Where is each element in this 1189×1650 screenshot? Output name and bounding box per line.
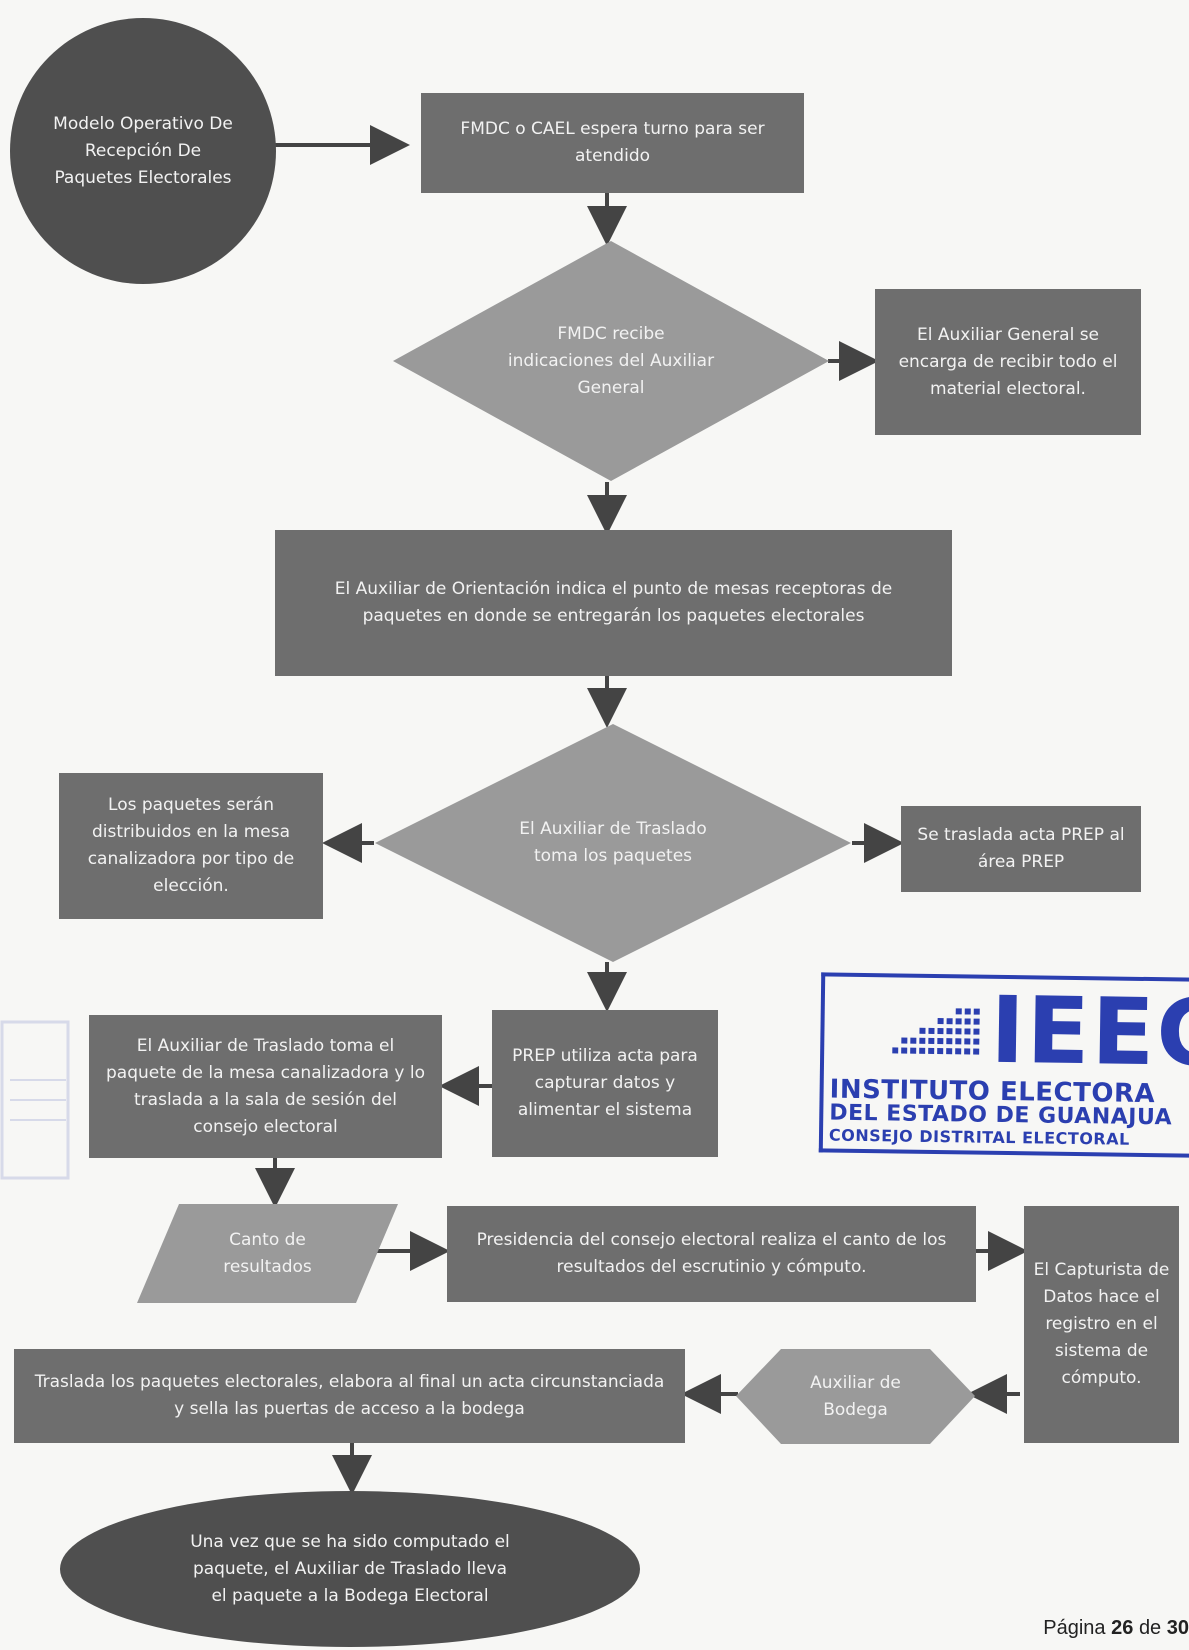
step-prep-captura-label: PREP utiliza acta para capturar datos y … <box>512 1046 698 1120</box>
io-canto-resultados: Canto de resultados <box>137 1204 398 1303</box>
end-node: Una vez que se ha sido computado el paqu… <box>60 1491 640 1647</box>
stamp-logo-text: IEEG <box>989 976 1189 1088</box>
decision-1-label: FMDC recibe indicaciones del Auxiliar Ge… <box>507 323 715 398</box>
decision-receive-instructions: FMDC recibe indicaciones del Auxiliar Ge… <box>393 241 829 481</box>
step-orientacion-label: El Auxiliar de Orientación indica el pun… <box>334 579 893 626</box>
step-sella-bodega-label: Traslada los paquetes electorales, elabo… <box>34 1372 665 1419</box>
page-current: 26 <box>1111 1617 1134 1639</box>
stamp-dots-logo <box>892 1008 980 1055</box>
step-prep-captura: PREP utiliza acta para capturar datos y … <box>492 1010 718 1157</box>
step-auxiliar-general-label: El Auxiliar General se encarga de recibi… <box>898 324 1118 399</box>
step-traslado-sala-label: El Auxiliar de Traslado toma el paquete … <box>106 1035 425 1137</box>
canto-label: Canto de resultados <box>223 1229 312 1277</box>
step-capturista-datos-label: El Capturista de Datos hace el registro … <box>1033 1260 1170 1388</box>
decision-2-diamond-shape <box>375 724 851 962</box>
step-mesa-canalizadora-label: Los paquetes serán distribuidos en la me… <box>87 795 295 896</box>
page-of: de <box>1138 1617 1162 1639</box>
start-node: Modelo Operativo De Recepción De Paquete… <box>10 18 276 284</box>
canto-parallelogram-shape <box>137 1204 398 1303</box>
bodega-hexagon-shape <box>736 1349 975 1444</box>
decision-1-diamond-shape <box>393 241 829 481</box>
page-prefix: Página <box>1043 1617 1106 1639</box>
step-traslado-sala: El Auxiliar de Traslado toma el paquete … <box>89 1015 442 1158</box>
page-number: Página 26 de 30 <box>1043 1617 1189 1640</box>
faint-stamp-ghost <box>0 1020 70 1180</box>
bodega-label: Auxiliar de Bodega <box>810 1372 901 1420</box>
start-label: Modelo Operativo De Recepción De Paquete… <box>53 113 233 188</box>
decision-auxiliar-traslado: El Auxiliar de Traslado toma los paquete… <box>375 724 851 962</box>
step-wait-turn: FMDC o CAEL espera turno para ser atendi… <box>421 93 804 193</box>
page-total: 30 <box>1166 1617 1189 1639</box>
step-acta-prep: Se traslada acta PREP al área PREP <box>901 806 1141 892</box>
step-capturista-datos: El Capturista de Datos hace el registro … <box>1024 1206 1179 1443</box>
step-mesa-canalizadora: Los paquetes serán distribuidos en la me… <box>59 773 323 919</box>
step-presidencia-canto: Presidencia del consejo electoral realiz… <box>447 1206 976 1302</box>
connectors <box>255 125 1028 1495</box>
step-acta-prep-label: Se traslada acta PREP al área PREP <box>917 825 1125 872</box>
step-wait-turn-label: FMDC o CAEL espera turno para ser atendi… <box>460 119 765 166</box>
end-label: Una vez que se ha sido computado el paqu… <box>190 1531 510 1606</box>
decision-2-label: El Auxiliar de Traslado toma los paquete… <box>519 819 707 866</box>
ieeg-stamp: IEEG INSTITUTO ELECTORA DEL ESTADO DE GU… <box>818 972 1189 1158</box>
step-auxiliar-general: El Auxiliar General se encarga de recibi… <box>875 289 1141 435</box>
step-presidencia-canto-label: Presidencia del consejo electoral realiz… <box>476 1230 947 1277</box>
auxiliar-bodega-hexagon: Auxiliar de Bodega <box>736 1349 975 1444</box>
step-orientacion: El Auxiliar de Orientación indica el pun… <box>275 530 952 676</box>
step-sella-bodega: Traslada los paquetes electorales, elabo… <box>14 1349 685 1443</box>
